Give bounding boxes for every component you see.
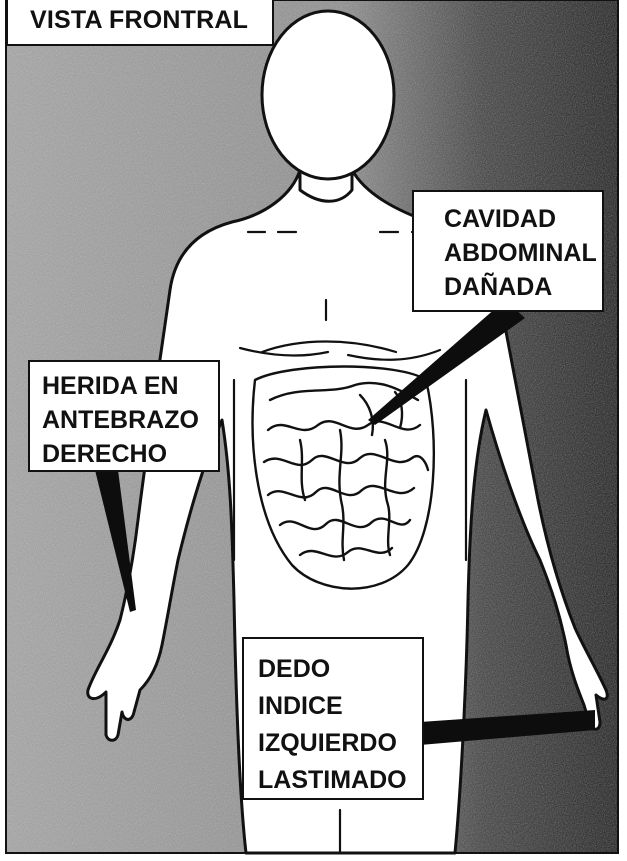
abdomen-callout-line: CAVIDAD	[444, 202, 602, 236]
abdomen-callout-line: ABDOMINAL	[444, 236, 602, 270]
view-title-text: VISTA FRONTRAL	[30, 6, 272, 35]
forearm-callout: HERIDA EN ANTEBRAZO DERECHO	[28, 360, 220, 472]
finger-callout-line: INDICE	[258, 688, 422, 725]
forearm-callout-line: DERECHO	[42, 437, 218, 471]
forearm-callout-line: ANTEBRAZO	[42, 403, 218, 437]
head-outline	[262, 11, 394, 179]
finger-callout-line: DEDO	[258, 651, 422, 688]
abdomen-callout-line: DAÑADA	[444, 270, 602, 304]
abdomen-callout: CAVIDAD ABDOMINAL DAÑADA	[412, 190, 604, 312]
finger-callout-line: IZQUIERDO	[258, 725, 422, 762]
finger-callout-line: LASTIMADO	[258, 762, 422, 799]
forearm-callout-line: HERIDA EN	[42, 369, 218, 403]
view-title-label: VISTA FRONTRAL	[6, 0, 274, 46]
finger-callout: DEDO INDICE IZQUIERDO LASTIMADO	[242, 637, 424, 800]
